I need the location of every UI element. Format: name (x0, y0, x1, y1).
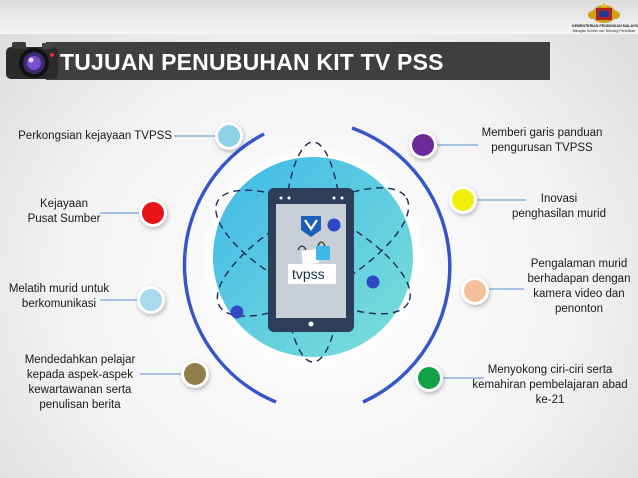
dot-left-4 (184, 363, 206, 385)
dot-right-2 (452, 189, 474, 211)
label-kejayaan-pusat-sumber: Kejayaan Pusat Sumber (27, 198, 101, 225)
camera-icon (6, 42, 58, 79)
title-bar (46, 42, 550, 80)
label-menyokong-ciri-ciri: Menyokong ciri-ciri serta kemahiran pemb… (472, 364, 628, 406)
label-melatih-murid: Melatih murid untuk berkomunikasi (8, 283, 110, 310)
atom-electrons (230, 218, 380, 319)
label-inovasi-penghasilan: Inovasi penghasilan murid (512, 193, 606, 220)
label-mendedahkan-pelajar: Mendedahkan pelajar kepada aspek-aspek k… (24, 354, 136, 411)
top-banner (0, 0, 638, 34)
tvpss-brand-text: tvpss (292, 266, 325, 282)
label-perkongsian-kejayaan: Perkongsian kejayaan TVPSS (18, 130, 172, 142)
left-arc (182, 132, 277, 404)
dot-right-3 (464, 280, 486, 302)
right-arc (351, 126, 452, 404)
page-title: TUJUAN PENUBUHAN KIT TV PSS (60, 49, 444, 75)
connector-lines (100, 135, 526, 379)
logo-division-name: Bahagian Sumber dan Teknologi Pendidikan (572, 29, 636, 33)
dot-right-1 (412, 134, 434, 156)
label-memberi-garis-panduan: Memberi garis panduan pengurusan TVPSS (481, 127, 603, 154)
tablet-icon (268, 188, 354, 332)
ministry-logo: KEMENTERIAN PENDIDIKAN MALAYSIA Bahagian… (572, 2, 638, 34)
dot-left-2 (142, 202, 164, 224)
label-pengalaman-murid: Pengalaman murid berhadapan dengan kamer… (527, 258, 631, 315)
dot-left-3 (140, 289, 162, 311)
dot-right-4 (418, 367, 440, 389)
coat-of-arms-icon (588, 2, 620, 23)
dot-left-1 (218, 125, 240, 147)
logo-ministry-name: KEMENTERIAN PENDIDIKAN MALAYSIA (572, 24, 638, 28)
